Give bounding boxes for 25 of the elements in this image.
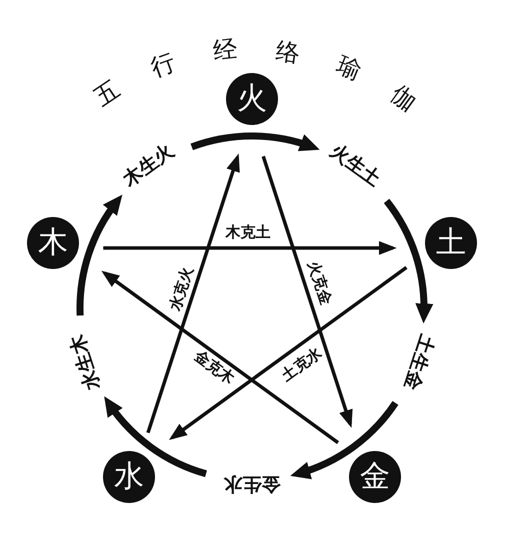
curved-arrow: [190, 132, 320, 152]
edge-label: 金克木: [190, 348, 236, 388]
element-node: 木: [27, 217, 80, 270]
edge-label: 水克火: [168, 264, 197, 312]
curved-arrow: [290, 400, 398, 478]
cycle-label: 金生水: [224, 473, 280, 493]
element-node: 金: [348, 451, 401, 504]
element-node: 土: [424, 217, 477, 270]
curved-arrow: [76, 194, 122, 316]
edge-label: 土克水: [278, 345, 324, 384]
cycle-label: 火生土: [326, 142, 384, 192]
edge-label: 火克金: [304, 259, 334, 308]
cycle-label: 土生金: [400, 332, 437, 392]
cycle-label: 水生木: [67, 332, 104, 392]
curved-arrow: [104, 396, 208, 478]
arrow: [168, 266, 408, 440]
element-node: 火: [226, 73, 278, 125]
element-node: 水: [103, 451, 156, 504]
edge-label: 木克土: [226, 225, 270, 241]
curved-arrow: [384, 198, 433, 324]
arrow: [103, 241, 397, 256]
cycle-label: 木生火: [120, 142, 178, 192]
arrow: [262, 156, 353, 428]
arrow: [101, 270, 340, 444]
arrow: [146, 154, 240, 434]
